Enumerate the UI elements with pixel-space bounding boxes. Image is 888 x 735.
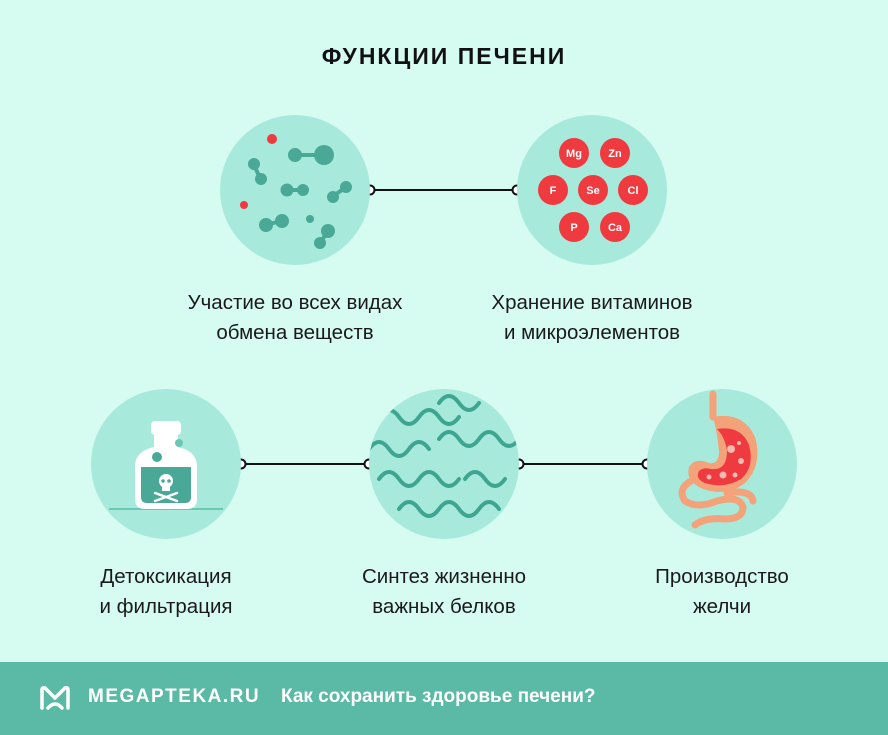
element-f: F [550,185,557,197]
storage-label: Хранение витаминов и микроэлементов [491,291,693,344]
element-mg: Mg [566,148,582,160]
brand-link[interactable]: MEGAPTEKA.RU [88,686,261,707]
page-title: ФУНКЦИИ ПЕЧЕНИ [321,43,567,69]
detox-label: Детоксикация и фильтрация [99,565,233,618]
stomach-intestine-icon [678,390,758,529]
element-se: Se [586,185,599,197]
protein-circle [369,389,519,539]
protein-strands-icon [369,394,519,518]
article-link[interactable]: Как сохранить здоровье печени? [281,686,596,707]
megapteka-logo-icon [40,686,70,710]
storage-circle: Mg Zn F Se Cl P Ca [517,115,667,265]
molecules-icon [240,134,352,249]
element-p: P [570,222,577,234]
footer-bar: MEGAPTEKA.RU Как сохранить здоровье пече… [0,662,888,735]
bile-circle [647,389,797,539]
element-zn: Zn [608,148,622,160]
poison-bottle-icon [109,421,223,510]
detox-circle [91,389,241,539]
metabolism-circle [220,115,370,265]
protein-label: Синтез жизненно важных белков [361,565,527,618]
elements-icon: Mg Zn F Se Cl P Ca [538,138,648,242]
metabolism-label: Участие во всех видах обмена веществ [187,291,403,344]
bile-label: Производство желчи [655,565,789,618]
element-ca: Ca [608,222,623,234]
element-cl: Cl [628,185,639,197]
